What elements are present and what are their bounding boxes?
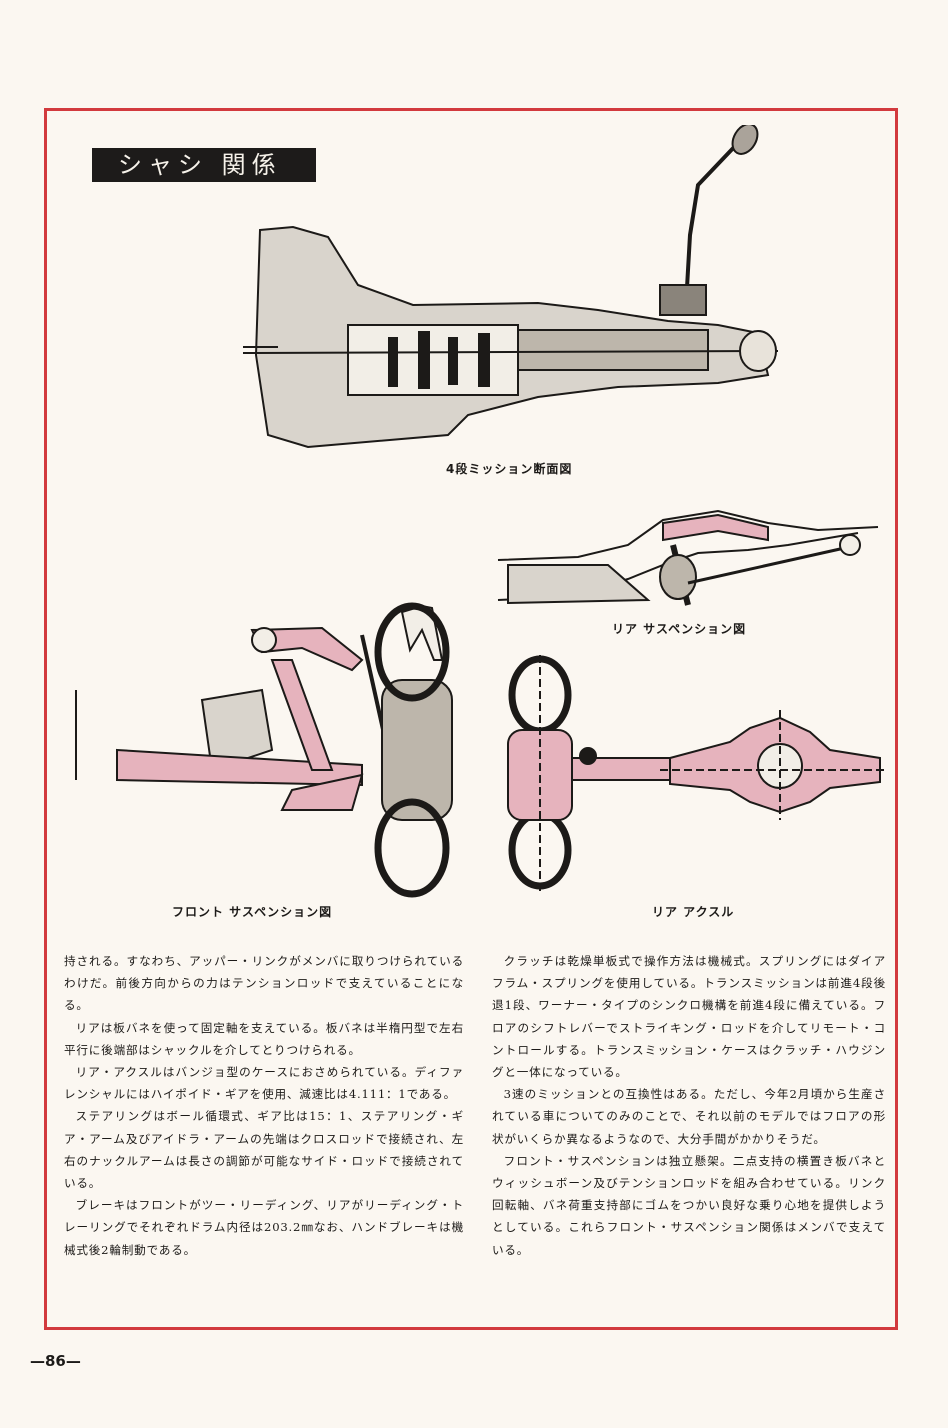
- transmission-caption: 4段ミッション断面図: [446, 462, 573, 476]
- paragraph: 3速のミッションとの互換性はある。ただし、今年2月頃から生産されている車について…: [492, 1087, 886, 1146]
- paragraph: フロント・サスペンションは独立懸架。二点支持の横置き板バネとウィッシュボーン及び…: [492, 1153, 886, 1257]
- paragraph: リアは板バネを使って固定軸を支えている。板バネは半楕円型で左右平行に後端部はシャ…: [64, 1020, 464, 1057]
- transmission-cross-section-figure: [242, 125, 779, 449]
- rear-suspension-caption: リア サスペンション図: [612, 622, 747, 636]
- paragraph: ステアリングはボール循環式、ギア比は15：1、ステアリング・ギア・アーム及びアイ…: [64, 1109, 464, 1191]
- right-column-text: クラッチは乾燥単板式で操作方法は機械式。スプリングにはダイアフラム・スプリングを…: [492, 950, 886, 1261]
- rear-suspension-figure: [497, 509, 879, 606]
- left-column-text: 持される。すなわち、アッパー・リンクがメンバに取りつけられているわけだ。前後方向…: [64, 950, 464, 1261]
- paragraph: 持される。すなわち、アッパー・リンクがメンバに取りつけられているわけだ。前後方向…: [64, 954, 464, 1013]
- page-frame: [44, 108, 898, 1330]
- rear-axle-figure: [507, 655, 885, 895]
- rear-axle-caption: リア アクスル: [652, 905, 735, 919]
- paragraph: リア・アクスルはバンジョ型のケースにおさめられている。ディファレンシャルにはハイ…: [64, 1065, 464, 1102]
- paragraph: ブレーキはフロントがツー・リーディング、リアがリーディング・トレーリングでそれぞ…: [64, 1198, 464, 1257]
- paragraph: クラッチは乾燥単板式で操作方法は機械式。スプリングにはダイアフラム・スプリングを…: [492, 954, 886, 1080]
- section-title: シャシ 関係: [92, 148, 316, 182]
- front-suspension-caption: フロント サスペンション図: [172, 905, 333, 919]
- page-number: —86—: [30, 1352, 81, 1370]
- front-suspension-figure: [75, 602, 453, 898]
